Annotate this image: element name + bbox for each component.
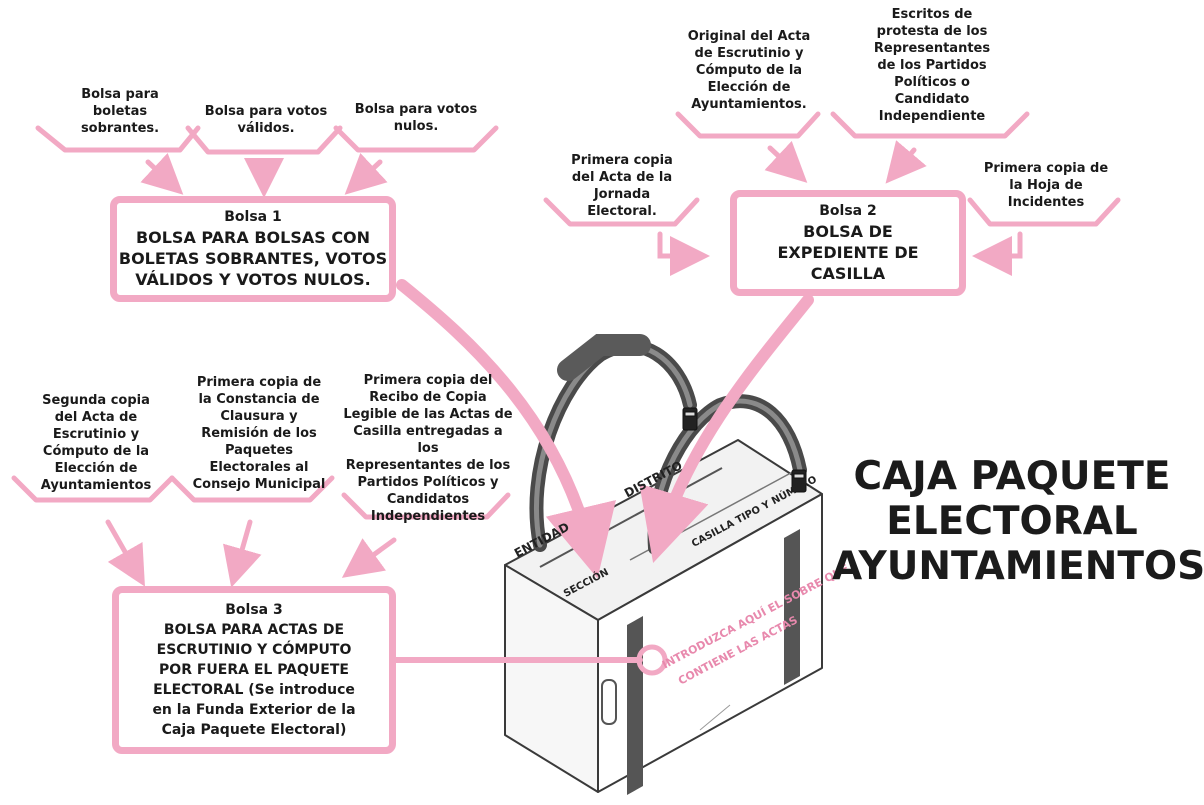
label-primera-incidentes: Primera copia de la Hoja de Incidentes xyxy=(983,161,1109,210)
arrow-icon xyxy=(972,231,1023,276)
bolsa-2-box: Bolsa 2 BOLSA DE EXPEDIENTE DE CASILLA xyxy=(730,190,966,296)
bolsa-1-title: Bolsa 1 xyxy=(224,209,282,225)
arrow-icon xyxy=(140,152,184,195)
bracket-escritos xyxy=(830,111,1030,139)
label-primera-jornada: Primera copia del Acta de la Jornada Ele… xyxy=(571,153,673,219)
label-bolsa-validos: Bolsa para votos válidos. xyxy=(204,104,328,136)
bolsa-2-title: Bolsa 2 xyxy=(819,203,877,219)
bolsa-1-box: Bolsa 1 BOLSA PARA BOLSAS CON BOLETAS SO… xyxy=(110,196,396,302)
bracket-primera-incidentes xyxy=(967,197,1121,227)
bolsa-2-desc: BOLSA DE EXPEDIENTE DE CASILLA xyxy=(777,222,919,283)
bolsa-3-title: Bolsa 3 xyxy=(225,601,283,618)
arrow-icon xyxy=(396,279,616,579)
arrow-icon xyxy=(341,537,397,578)
bracket-original-acta xyxy=(675,111,821,139)
bracket-bolsa-validos xyxy=(185,125,343,155)
label-segunda-copia: Segunda copia del Acta de Escrutinio y C… xyxy=(40,393,152,493)
strap-icon xyxy=(529,334,807,555)
bracket-segunda-copia xyxy=(11,475,175,503)
label-escritos-protesta: Escritos de protesta de los Representant… xyxy=(873,7,991,124)
arrow-icon xyxy=(764,140,808,183)
bolsa-1-desc: BOLSA PARA BOLSAS CON BOLETAS SOBRANTES,… xyxy=(118,228,388,289)
arrow-icon xyxy=(885,140,927,184)
bracket-constancia xyxy=(169,475,335,503)
bracket-bolsa-nulos xyxy=(333,125,499,153)
label-bolsa-nulos: Bolsa para votos nulos. xyxy=(354,102,478,134)
buckle-icon xyxy=(682,407,807,493)
bracket-recibo xyxy=(341,492,511,520)
bracket-bolsa-sobrantes xyxy=(35,125,201,153)
arrow-icon xyxy=(639,294,814,563)
connector-ring xyxy=(636,644,668,676)
bracket-primera-jornada xyxy=(543,197,700,227)
arrow-icon xyxy=(344,152,388,195)
bolsa-3-box: Bolsa 3 BOLSA PARA ACTAS DE ESCRUTINIO Y… xyxy=(112,586,396,754)
page-title: CAJA PAQUETE ELECTORAL AYUNTAMIENTOS xyxy=(832,454,1204,589)
label-bolsa-sobrantes: Bolsa para boletas sobrantes. xyxy=(80,87,160,136)
label-recibo-copia: Primera copia del Recibo de Copia Legibl… xyxy=(343,373,513,524)
label-original-acta: Original del Acta de Escrutinio y Cómput… xyxy=(687,29,811,112)
arrow-icon xyxy=(223,519,262,588)
label-constancia-clausura: Primera copia de la Constancia de Clausu… xyxy=(192,375,326,492)
bolsa-3-desc: BOLSA PARA ACTAS DE ESCRUTINIO Y CÓMPUTO… xyxy=(152,621,356,738)
arrow-icon xyxy=(105,519,145,587)
arrow-icon xyxy=(657,231,710,276)
